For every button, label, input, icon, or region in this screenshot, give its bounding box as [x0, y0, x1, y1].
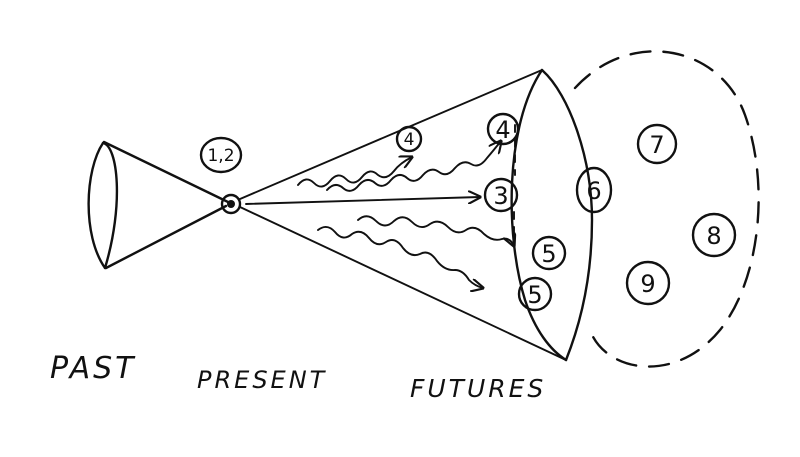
- node-5-lower-label: 5: [527, 281, 542, 309]
- node-6-label: 6: [586, 177, 601, 205]
- node-7: 7: [636, 123, 678, 165]
- node-4-small-label: 4: [404, 130, 415, 150]
- futures-cone: [239, 68, 594, 362]
- node-5-lower: 5: [517, 276, 553, 312]
- trajectory-to-upper-5: [357, 215, 514, 246]
- node-4-small: 4: [395, 125, 423, 153]
- node-3-label: 3: [493, 182, 508, 210]
- node-6: 6: [575, 166, 613, 214]
- present-marker-label: 1,2: [207, 146, 234, 166]
- trajectory-to-3: [245, 197, 480, 205]
- distant-futures-boundary: [573, 50, 760, 368]
- node-8-label: 8: [706, 222, 721, 250]
- trajectory-to-lower-5: [317, 226, 483, 288]
- past-label: PAST: [50, 351, 137, 386]
- node-8: 8: [691, 212, 737, 258]
- futures-label: FUTURES: [410, 374, 546, 403]
- node-4-edge-label: 4: [495, 116, 510, 144]
- node-9-label: 9: [640, 270, 655, 298]
- node-9: 9: [625, 260, 671, 306]
- past-cone: [87, 140, 230, 270]
- present-marker: 1,2: [199, 136, 243, 174]
- node-5-upper-label: 5: [541, 240, 556, 268]
- trajectories: [245, 141, 514, 288]
- trajectory-to-small-4: [297, 157, 412, 188]
- node-4-edge: 4: [486, 112, 520, 146]
- present-point: [220, 193, 242, 215]
- node-7-label: 7: [649, 131, 664, 159]
- present-label: PRESENT: [197, 366, 327, 394]
- trajectory-to-edge-4: [326, 141, 501, 192]
- node-5-upper: 5: [531, 235, 567, 271]
- node-3: 3: [483, 177, 519, 213]
